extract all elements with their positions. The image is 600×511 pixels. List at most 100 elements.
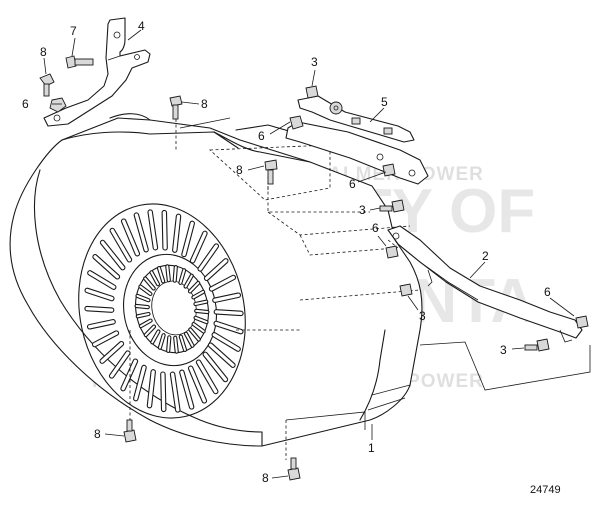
grille-slot: [144, 325, 155, 336]
grille-slot: [182, 221, 194, 257]
screw-3-middle: [379, 199, 405, 213]
grille-slot: [194, 300, 208, 305]
diagram-number: 24749: [530, 484, 561, 496]
grille-slot: [121, 359, 138, 391]
callout-6-left: 6: [22, 97, 29, 111]
grille-slot: [179, 335, 186, 351]
callout-8-bottom: 8: [262, 471, 269, 485]
grille-slot: [136, 313, 150, 318]
grille-slot: [213, 293, 240, 302]
grille-slot: [189, 282, 200, 293]
grille-slot: [85, 288, 114, 301]
grille-slot: [189, 328, 200, 341]
bolt-8-middle: [264, 159, 278, 185]
grille-slot: [139, 285, 152, 295]
grille-slot: [88, 320, 115, 329]
bracket-4: [43, 17, 151, 127]
nut-6-bracket5: [289, 115, 304, 130]
grille-slot: [134, 365, 146, 401]
callout-6-bracket5: 6: [258, 129, 265, 143]
bolt-8-lower-left: [123, 419, 137, 443]
grille-slot: [198, 244, 218, 271]
grille-slot: [100, 342, 124, 363]
callout-7: 7: [70, 24, 77, 38]
grille-slot: [173, 266, 177, 282]
bolt-8-bottom: [287, 457, 301, 481]
grille-slots: [84, 209, 244, 413]
grille-slot: [122, 219, 139, 256]
callout-8-middle: 8: [236, 163, 243, 177]
grille-slot: [151, 330, 160, 344]
grille-slot: [135, 305, 149, 309]
callout-8-lower-left: 8: [94, 427, 101, 441]
callout-6-middle: 6: [372, 221, 379, 235]
callout-4: 4: [138, 19, 145, 33]
grille-slot: [194, 316, 208, 324]
callout-3-right: 3: [500, 343, 507, 357]
grille-slot: [209, 275, 235, 291]
grille-slot: [136, 294, 150, 302]
grille-slot: [167, 336, 171, 352]
grille-slot: [180, 370, 194, 409]
bolt-8-top-left: [39, 73, 55, 97]
grille-slot: [174, 336, 178, 353]
grille-slot: [179, 269, 186, 284]
grille-slot: [170, 372, 180, 412]
screw-3-right: [524, 338, 550, 352]
grille-slot: [110, 351, 130, 378]
nut-6-right-top: [382, 163, 396, 177]
grille-slot: [85, 306, 114, 312]
callout-3-middle: 3: [359, 203, 366, 217]
grille-slot: [150, 271, 159, 286]
callout-3-lower: 3: [419, 309, 426, 323]
grille-slot: [166, 265, 170, 282]
callout-8-top-center: 8: [201, 97, 208, 111]
callout-5: 5: [381, 95, 388, 109]
bracket-2: [387, 225, 583, 343]
callout-3-top: 3: [311, 55, 318, 69]
grille-slot: [189, 366, 206, 403]
grille-slot: [196, 360, 218, 394]
grille-slot: [134, 213, 148, 252]
grille-slot: [208, 343, 235, 367]
screw-3-lower: [399, 283, 413, 297]
grille-slot: [214, 310, 243, 316]
grille-slot: [158, 267, 165, 283]
callout-1: 1: [368, 441, 375, 455]
flywheel-cover: [9, 113, 423, 447]
callout-6-right-top: 6: [349, 177, 356, 191]
callout-8-top-left: 8: [40, 45, 47, 59]
grille-slot: [204, 259, 228, 280]
grille-slot: [195, 309, 209, 313]
grille-slots-inner: [134, 264, 210, 354]
grille-slot: [158, 334, 165, 349]
grille-slot: [139, 319, 152, 328]
nut-6-left: [49, 97, 67, 113]
bolt-7: [65, 55, 94, 69]
bolt-8-top-center: [169, 95, 183, 120]
grille-slot: [212, 333, 240, 351]
callout-labels: 4 7 8 6 8 3 5 6 8 6 3 6 2 3 6 3 8 1 8: [22, 19, 551, 485]
grille-slot: [144, 277, 155, 290]
nut-6-right: [575, 315, 589, 329]
grille-slot: [110, 228, 132, 262]
grille-slot: [184, 274, 193, 288]
grille-slot: [192, 323, 205, 333]
grille-slot: [148, 210, 158, 250]
grille-slot: [162, 210, 167, 250]
leader-lines: [43, 29, 575, 479]
screw-3-top: [305, 85, 319, 99]
grille-slot: [93, 255, 120, 279]
grille-slot: [100, 240, 125, 270]
grille-slot: [190, 231, 207, 263]
grille-slot: [192, 290, 205, 299]
nut-6-middle: [385, 245, 399, 259]
grille-slot: [88, 271, 116, 289]
callout-6-right: 6: [544, 285, 551, 299]
grille-slot: [185, 332, 194, 347]
grille-slot: [173, 214, 181, 252]
grille-slot: [161, 372, 166, 412]
grille-slot: [93, 331, 119, 347]
grille-slot: [203, 352, 228, 382]
